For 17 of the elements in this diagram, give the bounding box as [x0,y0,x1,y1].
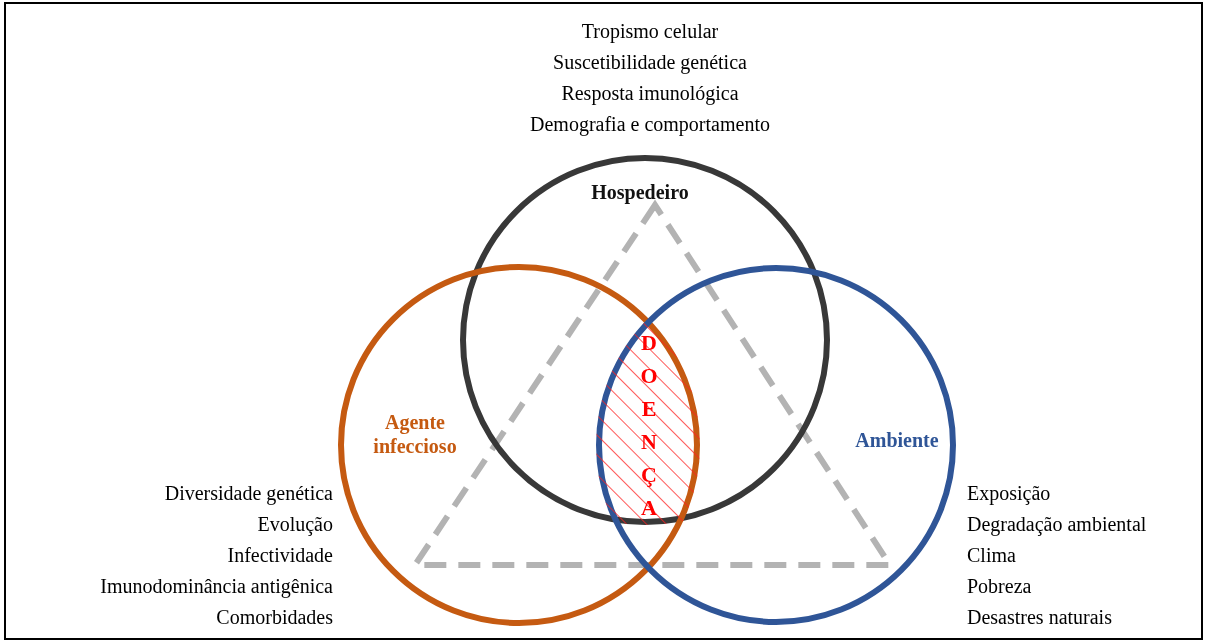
factor-text: Exposição [967,481,1051,507]
factor-text: Comorbidades [216,605,333,630]
circle-heading: Ambiente [854,428,940,452]
factor-text: Demografia e comportamento [530,112,770,138]
circle-heading: Hospedeiro [590,180,690,204]
factor-text: Imunodominância antigênica [100,574,333,600]
factor-text: Clima [967,543,1016,568]
factor-text: Diversidade genética [164,481,333,507]
factor-text: Suscetibilidade genética [553,50,747,76]
factor-text: Degradação ambiental [967,512,1147,538]
factor-text: Evolução [257,512,333,538]
factor-text: Infectividade [227,543,333,568]
factor-text: Desastres naturais [967,605,1112,630]
factor-text: Pobreza [967,574,1032,599]
circle-heading: Agente infeccioso [372,410,458,458]
factor-text: Resposta imunológica [561,81,739,107]
factor-text: Tropismo celular [581,19,719,45]
